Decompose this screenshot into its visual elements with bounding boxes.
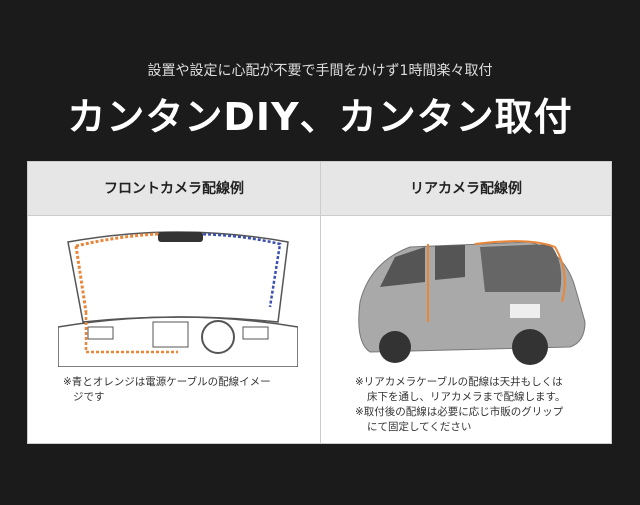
- front-camera-header: フロントカメラ配線例: [28, 162, 320, 216]
- subtitle: 設置や設定に心配が不要で手間をかけず1時間楽々取付: [147, 63, 493, 79]
- rear-wiring-illustration: [358, 240, 586, 365]
- rear-camera-header: リアカメラ配線例: [321, 162, 611, 216]
- page-title: カンタンDIY、カンタン取付: [67, 95, 573, 139]
- front-note-line1: ※青とオレンジは電源ケーブルの配線イメー: [63, 376, 271, 388]
- rear-note-line3: ※取付後の配線は必要に応じ市販のグリップ: [355, 406, 564, 418]
- front-note-line2: ジです: [73, 391, 105, 403]
- rear-note-line2: 床下を通し、リアカメラまで配線します。: [367, 391, 566, 403]
- rear-note-line1: ※リアカメラケーブルの配線は天井もしくは: [355, 376, 563, 388]
- rear-note-line4: にて固定してください: [367, 421, 472, 433]
- front-wiring-illustration: [58, 231, 298, 367]
- wiring-table: フロントカメラ配線例 リアカメラ配線例 ※青とオレンジは電源ケーブルの配線イメー…: [27, 161, 612, 444]
- divider: [320, 162, 321, 443]
